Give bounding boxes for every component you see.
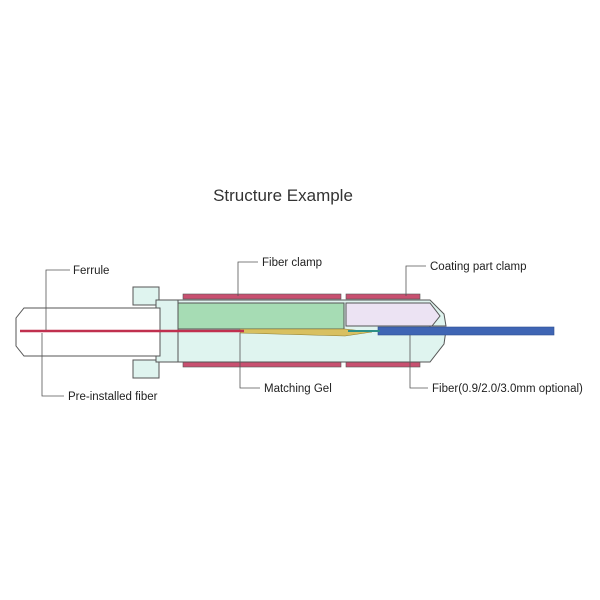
flange-top (132, 286, 160, 306)
label-fiber: Fiber(0.9/2.0/3.0mm optional) (432, 383, 583, 395)
fiber-clamp (177, 302, 345, 330)
fiber-leader (409, 335, 428, 389)
ferrule-leader (45, 269, 70, 330)
label-pre-installed-fiber: Pre-installed fiber (68, 391, 158, 403)
label-coating-part-clamp: Coating part clamp (430, 261, 527, 273)
label-fiber-clamp: Fiber clamp (262, 257, 322, 269)
fiber-clamp-top-strip (182, 293, 342, 300)
coating-clamp-bottom-strip (345, 361, 421, 368)
label-ferrule: Ferrule (73, 265, 109, 277)
coating-clamp-top-strip (345, 293, 421, 300)
label-matching-gel: Matching Gel (264, 383, 332, 395)
fiber-clamp-bottom-strip (182, 361, 342, 368)
pre-installed-fiber-leader (41, 333, 64, 397)
matching-gel (239, 328, 373, 337)
fiber-clamp-leader (237, 261, 258, 296)
flange-bottom (132, 359, 160, 379)
diagram-title: Structure Example (213, 186, 353, 205)
coating-clamp-leader (405, 265, 426, 296)
leader-lines (41, 261, 428, 397)
matching-gel-leader (239, 333, 260, 389)
coating-part-clamp (345, 302, 441, 327)
fiber-cable (377, 326, 555, 336)
